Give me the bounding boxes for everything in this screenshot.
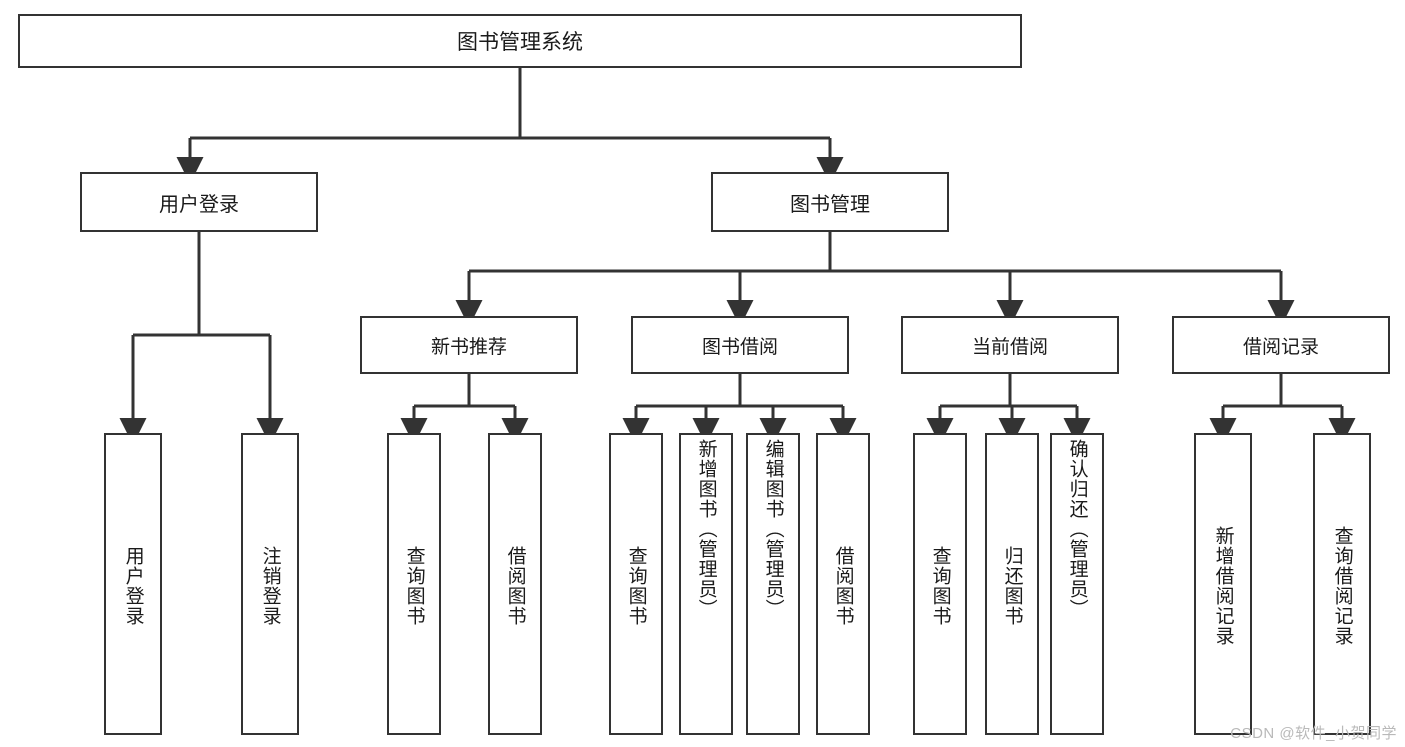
leaf-return-books[interactable]: 归还图书	[985, 433, 1039, 735]
leaf-add-borrow-record[interactable]: 新增借阅记录	[1194, 433, 1252, 735]
node-label: 图书借阅	[701, 336, 778, 358]
leaf-label: 归还图书	[1001, 546, 1023, 626]
node-new-book-recommend[interactable]: 新书推荐	[360, 316, 578, 374]
leaf-label: 借阅图书	[504, 546, 526, 626]
node-user-login[interactable]: 用户登录	[80, 172, 318, 232]
leaf-confirm-return-admin[interactable]: 确认归还（管理员）	[1050, 433, 1104, 735]
node-label: 新书推荐	[430, 336, 507, 358]
node-label: 当前借阅	[971, 336, 1048, 358]
leaf-query-books-current[interactable]: 查询图书	[913, 433, 967, 735]
leaf-query-books-borrow[interactable]: 查询图书	[609, 433, 663, 735]
leaf-label: 编辑图书（管理员）	[762, 439, 784, 619]
node-root-system[interactable]: 图书管理系统	[18, 14, 1022, 68]
leaf-edit-book-admin[interactable]: 编辑图书（管理员）	[746, 433, 800, 735]
leaf-label: 查询借阅记录	[1331, 526, 1353, 646]
node-label: 用户登录	[159, 193, 239, 216]
node-label: 借阅记录	[1242, 336, 1319, 358]
node-label: 图书管理系统	[457, 31, 583, 54]
leaf-label: 查询图书	[625, 546, 647, 626]
watermark: CSDN @软件_小贺同学	[1230, 725, 1397, 742]
leaf-label: 新增图书（管理员）	[695, 439, 717, 619]
leaf-user-login[interactable]: 用户登录	[104, 433, 162, 735]
leaf-label: 查询图书	[403, 546, 425, 626]
leaf-label: 确认归还（管理员）	[1066, 439, 1088, 619]
node-book-management[interactable]: 图书管理	[711, 172, 949, 232]
leaf-user-logout[interactable]: 注销登录	[241, 433, 299, 735]
leaf-query-books-recommend[interactable]: 查询图书	[387, 433, 441, 735]
leaf-borrow-books-recommend[interactable]: 借阅图书	[488, 433, 542, 735]
node-label: 图书管理	[790, 193, 870, 216]
node-current-borrow[interactable]: 当前借阅	[901, 316, 1119, 374]
leaf-label: 用户登录	[122, 546, 144, 626]
leaf-label: 查询图书	[929, 546, 951, 626]
leaf-query-borrow-record[interactable]: 查询借阅记录	[1313, 433, 1371, 735]
node-book-borrow[interactable]: 图书借阅	[631, 316, 849, 374]
leaf-borrow-books[interactable]: 借阅图书	[816, 433, 870, 735]
node-borrow-records[interactable]: 借阅记录	[1172, 316, 1390, 374]
leaf-add-book-admin[interactable]: 新增图书（管理员）	[679, 433, 733, 735]
leaf-label: 注销登录	[259, 546, 281, 626]
leaf-label: 借阅图书	[832, 546, 854, 626]
leaf-label: 新增借阅记录	[1212, 526, 1234, 646]
